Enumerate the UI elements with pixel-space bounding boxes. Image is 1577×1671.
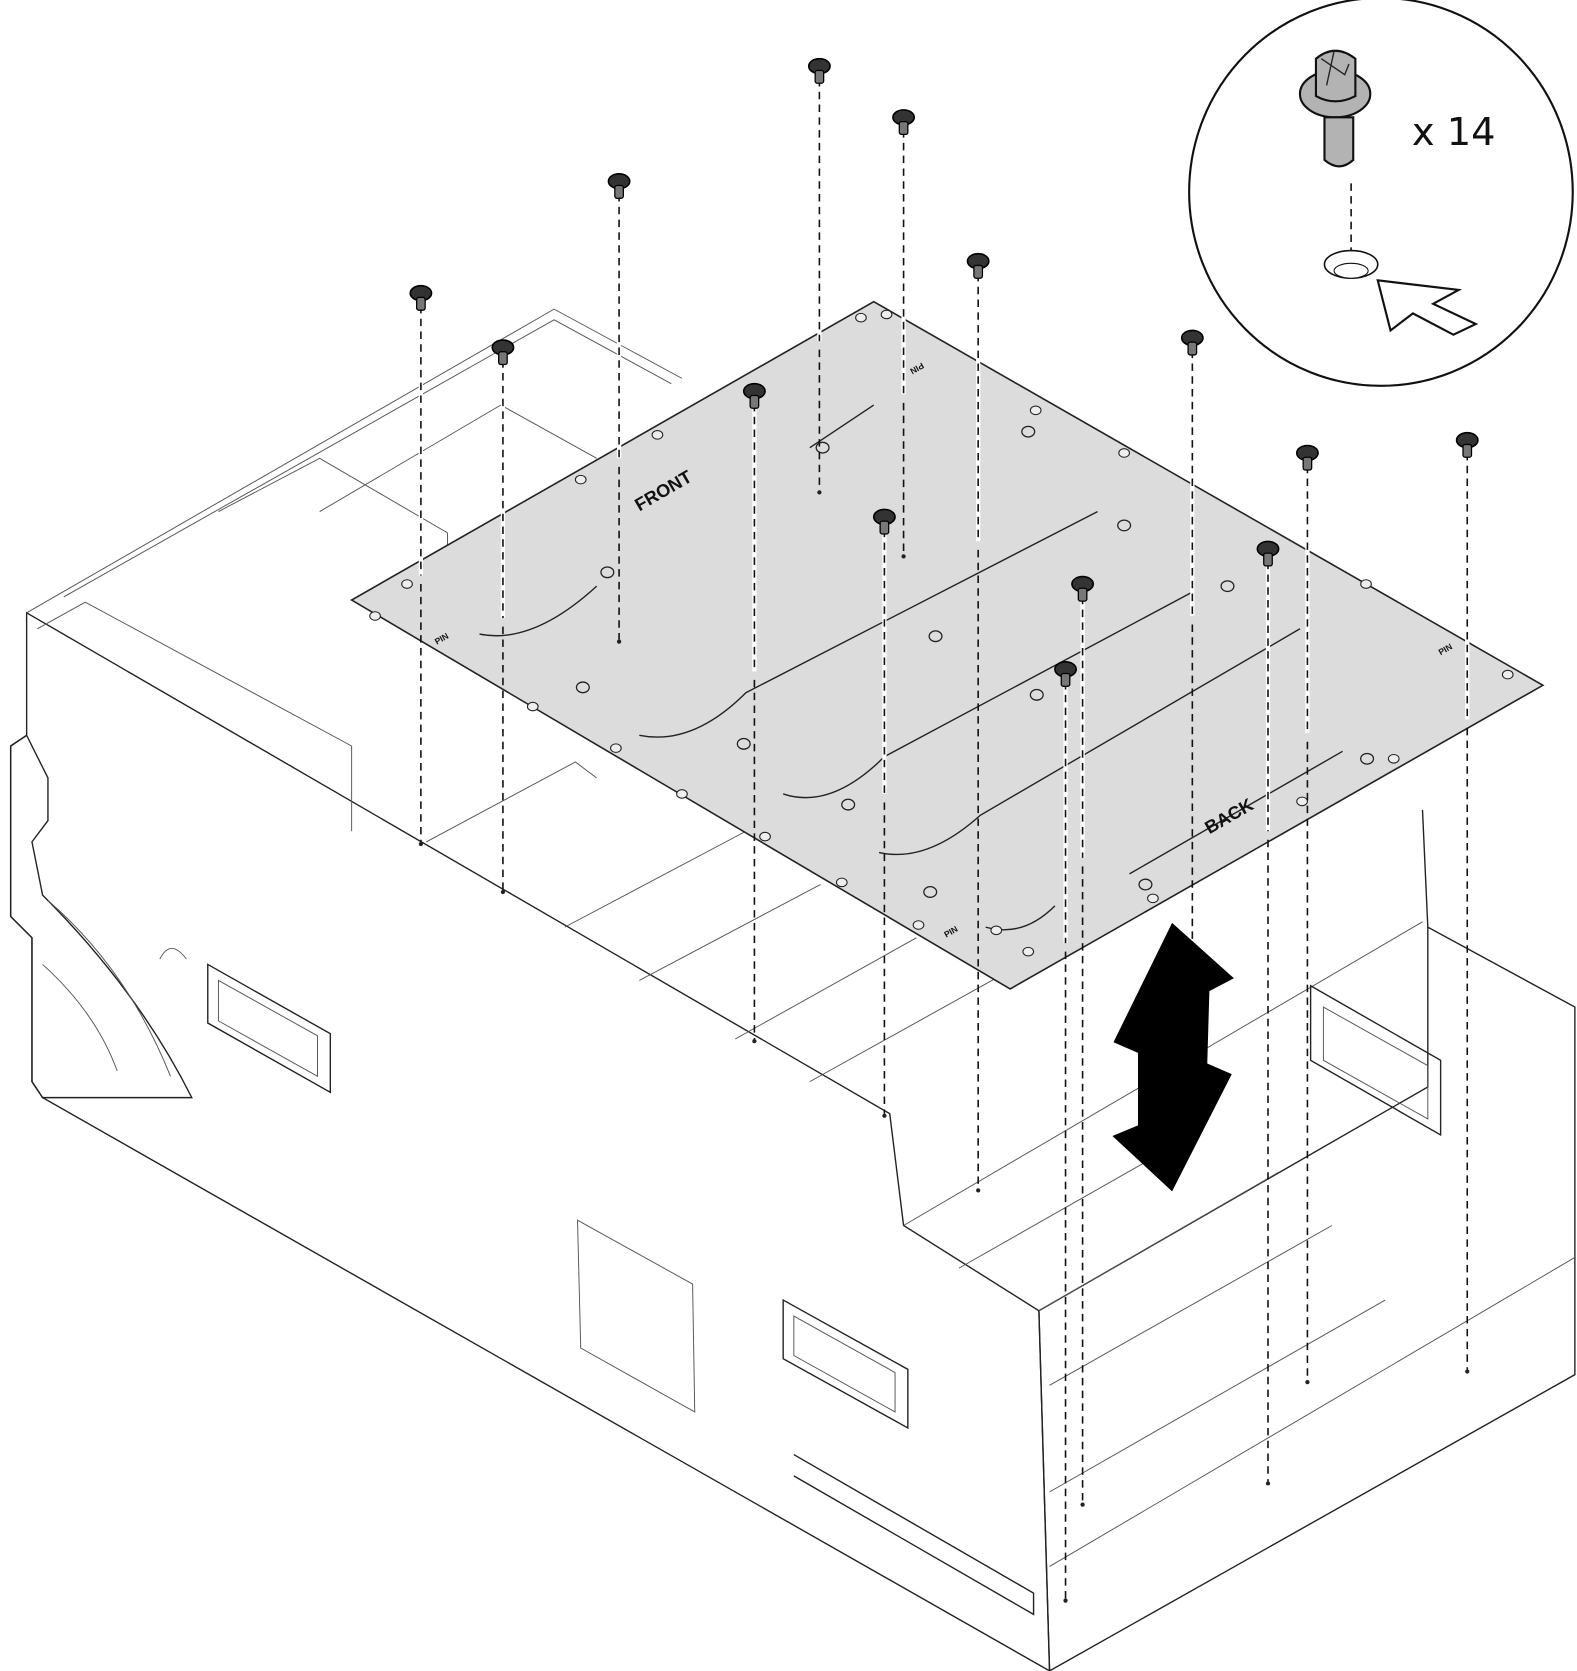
plate-hole [759,831,771,842]
standoff [575,681,590,694]
plate-body [350,300,1545,990]
plate-hole [1501,669,1514,680]
plate-hole [369,611,381,621]
standoff [736,737,751,750]
standoff [1138,878,1153,891]
screw [966,252,990,1193]
plate-hole [880,309,893,320]
standoff [1360,752,1375,765]
plate-hole [835,877,848,888]
plate-hole [610,743,622,753]
pointer-arrow-icon [1376,279,1479,336]
standoff [600,566,615,579]
standoff [841,798,856,811]
standoff [1117,519,1132,532]
plate-hole [912,920,925,930]
standoff [815,441,830,454]
front-handle [1309,984,1442,1137]
plate-hole [526,701,539,712]
screw [409,284,433,847]
screw [1455,431,1479,1374]
screw [491,339,515,895]
screw-callout: x 14 [1188,0,1574,387]
left-mounting-bracket [9,734,193,1099]
chassis [9,308,1576,1671]
plate-hole [1360,579,1372,589]
plate-hole [676,789,688,799]
standoff [923,886,938,898]
standoff [1029,688,1044,701]
screw [1295,444,1319,1385]
plate-hole [1387,753,1400,764]
plate-hole [990,925,1003,936]
plate-hole [1118,448,1131,458]
standoff [1021,425,1036,438]
plate-hole [401,579,413,589]
screw-quantity: x 14 [1412,110,1496,155]
screw [742,382,766,1044]
screw [892,109,916,559]
standoff [1220,580,1235,593]
screw-hole-icon [1323,249,1379,280]
side-handle [782,1298,909,1430]
callout-screw-icon [1298,49,1372,168]
screw [1180,329,1204,1070]
screw [1054,661,1077,1603]
lift-double-arrow [1112,922,1234,1192]
plate-hole [1296,796,1308,807]
plate-hole [855,312,867,323]
cover-plate: FRONT BACK PIN PIN PIN PIN [350,300,1545,990]
plate-hole [1147,893,1159,904]
screw [1256,540,1280,1486]
plate-hole [574,474,587,485]
plate-hole [1029,405,1042,416]
plate-hole [651,430,664,440]
screw [872,508,896,1118]
standoff [928,630,943,643]
screw [607,173,631,644]
screw [807,57,831,495]
screw [1071,575,1095,1507]
access-cover [577,1219,696,1413]
side-handle [207,963,332,1094]
plate-hole [1022,946,1035,957]
